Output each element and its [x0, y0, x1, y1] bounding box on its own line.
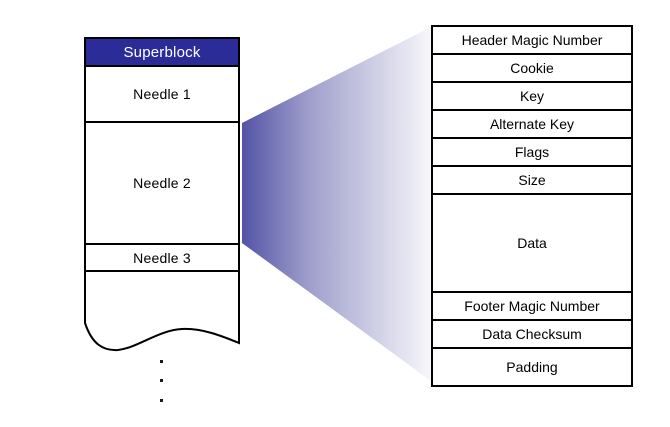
- zoom-beam: [242, 27, 431, 381]
- superblock-band: [84, 37, 240, 67]
- ellipsis-dot: [160, 360, 163, 363]
- field-cookie: Cookie: [433, 55, 631, 83]
- field-header-magic-number: Header Magic Number: [433, 27, 631, 55]
- needle-layout-table: Header Magic Number Cookie Key Alternate…: [431, 25, 633, 387]
- ellipsis-dot: [160, 379, 163, 382]
- field-key: Key: [433, 83, 631, 111]
- field-alternate-key: Alternate Key: [433, 111, 631, 139]
- field-padding: Padding: [433, 349, 631, 385]
- field-data-checksum: Data Checksum: [433, 321, 631, 349]
- field-flags: Flags: [433, 139, 631, 167]
- field-footer-magic-number: Footer Magic Number: [433, 293, 631, 321]
- ellipsis-dot: [160, 399, 163, 402]
- store-file-outline: [84, 38, 240, 352]
- field-data: Data: [433, 195, 631, 293]
- field-size: Size: [433, 167, 631, 195]
